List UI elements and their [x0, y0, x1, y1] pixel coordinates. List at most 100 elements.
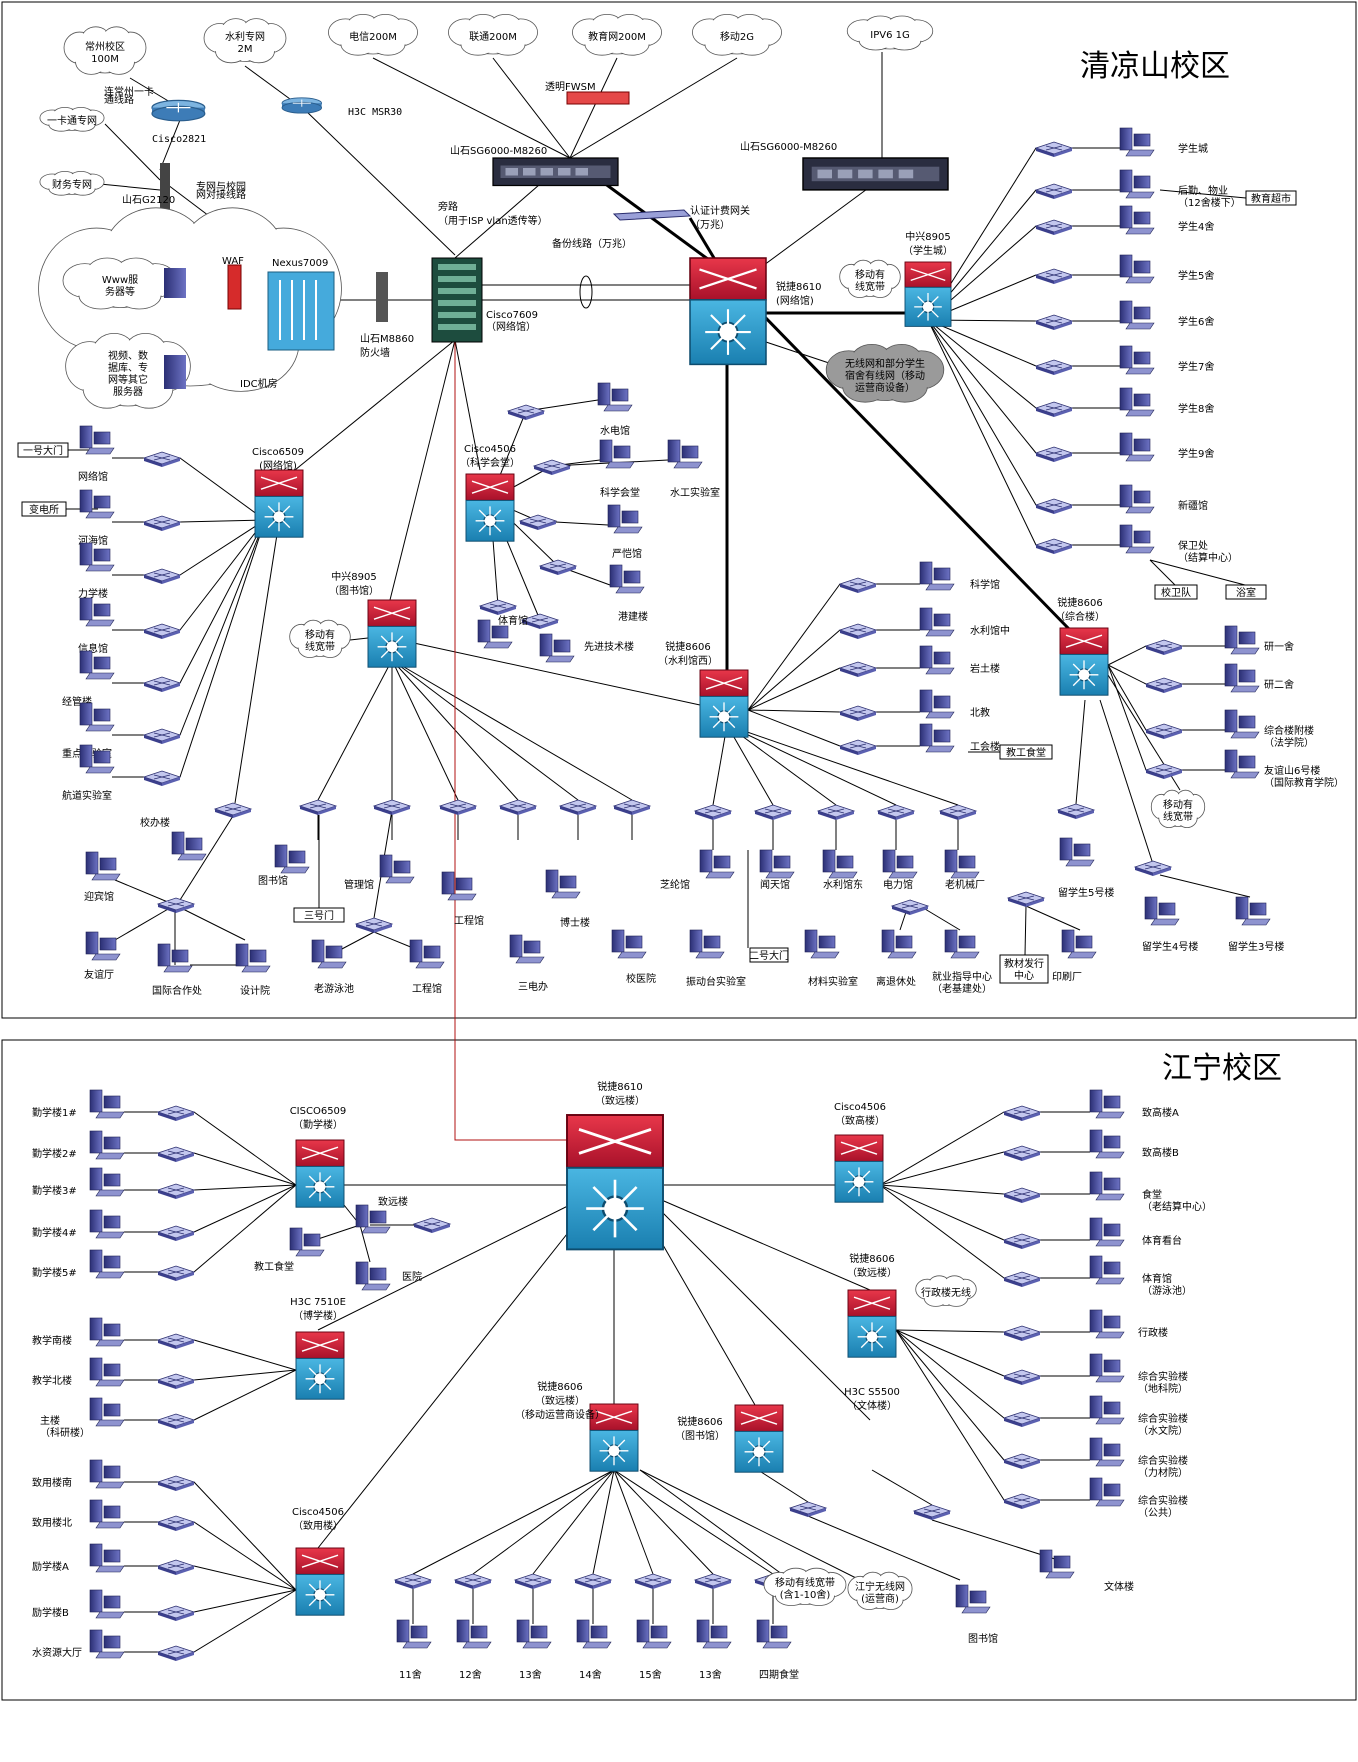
cloud-changzhou	[63, 26, 147, 75]
link	[569, 57, 618, 159]
label: 行政楼	[1138, 1326, 1168, 1339]
label: 振动台实验室	[686, 975, 746, 988]
hub-icon	[539, 559, 577, 576]
link	[179, 519, 266, 631]
pc-icon	[599, 439, 635, 469]
pc-icon	[1224, 625, 1260, 655]
label: 山石G2120	[122, 194, 175, 206]
hub-icon	[839, 661, 877, 678]
link	[317, 1189, 601, 1331]
cloud-video-text: 视频、数据库、专网等其它服务器	[108, 349, 148, 398]
cloud-liantong-text: 联通200M	[469, 31, 517, 43]
pc-icon	[235, 943, 271, 973]
pc-icon	[509, 934, 545, 964]
link	[372, 57, 571, 159]
cloud-mobile-wired-jn-text: 移动有线宽带(含1-10舍)	[775, 1576, 835, 1601]
label: 教学北楼	[32, 1374, 72, 1387]
link	[895, 1329, 1005, 1419]
switch-cisco6509-icon	[254, 469, 304, 538]
label: 博士楼	[560, 916, 590, 929]
fwsm-icon	[566, 91, 630, 105]
pc-icon	[456, 1619, 492, 1649]
boxed-label-staff-canteen-text: 教工食堂	[1006, 746, 1046, 759]
label: 水电馆	[600, 424, 630, 437]
label: 致用楼南	[32, 1476, 72, 1489]
pc-icon	[607, 504, 643, 534]
hub-icon	[694, 804, 732, 821]
label: 就业指导中心（老基建处）	[932, 970, 992, 995]
pc-icon	[85, 851, 121, 881]
label: 锐捷8606（图书馆）	[675, 1415, 725, 1442]
boxed-label-bath	[1225, 584, 1267, 600]
jiangning-campus-frame	[1, 1039, 1357, 1701]
hub-icon	[877, 804, 915, 821]
pc-icon	[289, 1227, 325, 1257]
label: 学生5舍	[1178, 269, 1214, 282]
link	[389, 339, 456, 601]
cloud-yikatong	[39, 106, 105, 132]
label: 友谊山6号楼（国际教育学院）	[1264, 764, 1344, 789]
link	[1149, 559, 1246, 586]
link	[927, 319, 1037, 546]
hub-icon	[1035, 268, 1073, 285]
link	[104, 123, 161, 181]
pc-icon	[311, 939, 347, 969]
pc-icon	[1039, 1549, 1075, 1579]
label: 锐捷8610（致远楼）	[595, 1080, 645, 1107]
label: 新疆馆	[1178, 499, 1208, 512]
label: 备份线路（万兆）	[552, 237, 632, 250]
pc-icon	[881, 929, 917, 959]
label: 锐捷8610(网络馆)	[776, 280, 821, 307]
cloud-ipv6	[846, 15, 934, 51]
hub-icon	[1035, 183, 1073, 200]
pc-icon	[1089, 1089, 1125, 1119]
switch-ruijie8606-a-icon	[699, 669, 749, 738]
label: 综合实验楼（地科院）	[1138, 1370, 1188, 1395]
label: 勤学楼5#	[32, 1266, 77, 1279]
link	[747, 667, 841, 711]
label: 材料实验室	[808, 975, 858, 988]
link	[613, 1469, 654, 1575]
label: 15舍	[639, 1668, 662, 1681]
pc-icon	[441, 871, 477, 901]
link	[807, 1515, 961, 1581]
label: 锐捷8606（致远楼）（移动运营商设备）	[515, 1380, 605, 1421]
label: 学生8舍	[1178, 402, 1214, 415]
campus-title-qingliang: 清凉山校区	[1080, 49, 1230, 84]
label: 先进技术楼	[584, 640, 634, 653]
boxed-label-gate3	[749, 947, 789, 963]
hub-icon	[1035, 498, 1073, 515]
link	[99, 183, 161, 191]
label: 教学南楼	[32, 1334, 72, 1347]
label: 锐捷8606（水利馆西）	[658, 640, 718, 667]
pc-icon	[609, 564, 645, 594]
link	[193, 1339, 297, 1371]
hub-icon	[499, 799, 537, 816]
label: 学生城	[1178, 142, 1208, 155]
cloud-dianxin-text: 电信200M	[349, 30, 397, 43]
label: 网络馆	[78, 470, 108, 483]
hub-icon	[514, 1573, 552, 1590]
link	[1149, 559, 1176, 586]
link	[1107, 664, 1147, 731]
link	[317, 659, 393, 801]
label: 港建楼	[618, 610, 648, 623]
link	[613, 1469, 714, 1575]
label: 工会楼	[970, 740, 1000, 753]
link	[712, 724, 728, 806]
hub-icon	[1145, 723, 1183, 740]
pc-icon	[1089, 1477, 1125, 1507]
label: 校办楼	[140, 816, 170, 829]
link	[193, 1111, 297, 1186]
label: 体育馆（游泳池）	[1142, 1272, 1192, 1297]
hub-icon	[143, 623, 181, 640]
cloud-mobile-wired-3	[1150, 789, 1206, 828]
pc-icon	[944, 849, 980, 879]
label: 岩土楼	[970, 662, 1000, 675]
switch-ruijie8606-lib-icon	[734, 1404, 784, 1473]
hub-icon	[1003, 1145, 1041, 1162]
label: 老机械厂	[945, 878, 985, 891]
link	[931, 1519, 1059, 1561]
label: 连常州一卡通线路	[104, 85, 154, 106]
